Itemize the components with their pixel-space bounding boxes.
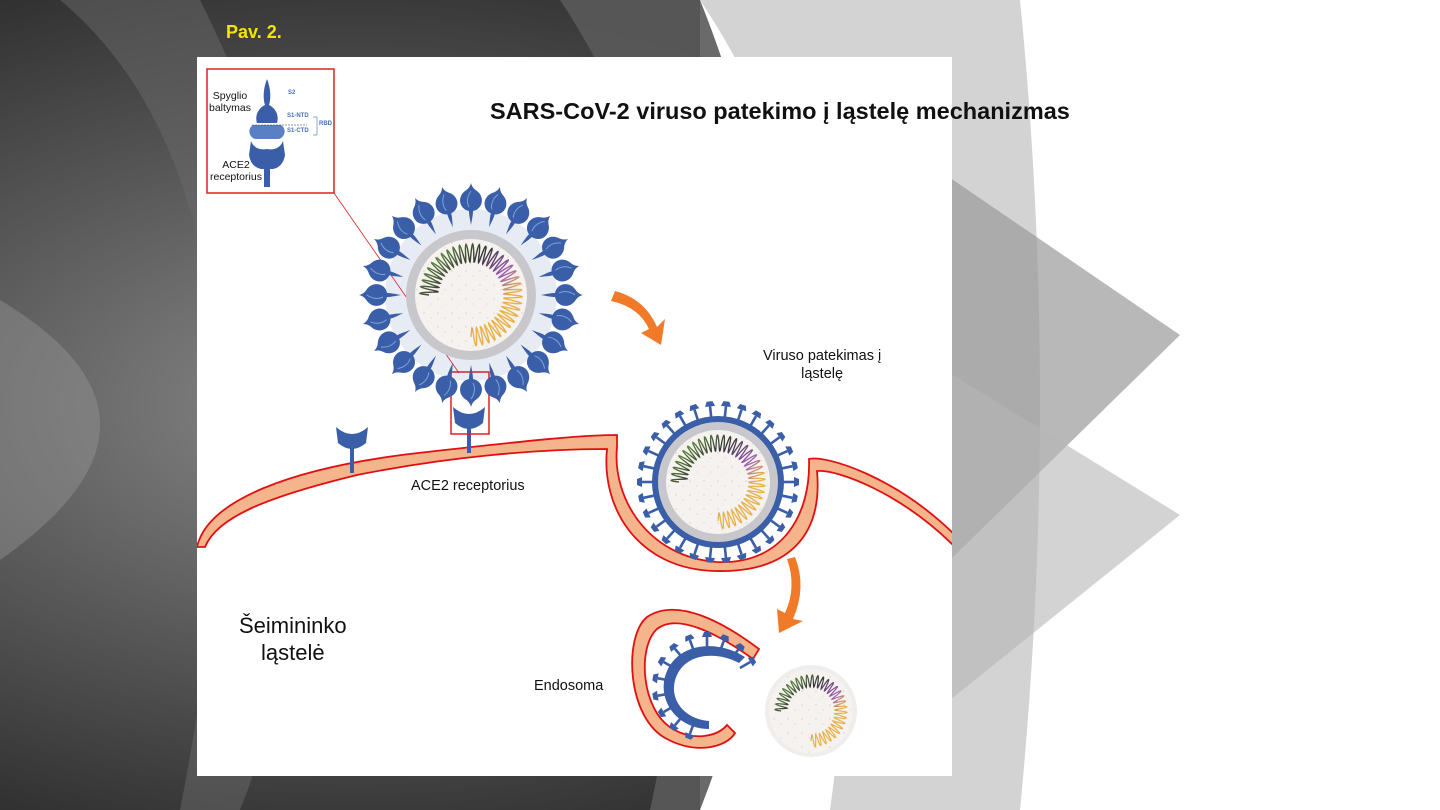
inset-spike-label-line2: baltymas	[209, 102, 252, 114]
inset-receptor-label-line1: ACE2	[222, 159, 250, 171]
inset-domain-rbd: RBD	[319, 121, 332, 127]
virion-main	[358, 182, 584, 408]
virus-entry-label: Viruso patekimas į ląstelę	[763, 347, 881, 383]
host-cell-membrane	[197, 434, 952, 572]
inset-receptor-label-line2: receptorius	[210, 171, 262, 183]
arrow-to-endosome	[777, 557, 803, 633]
virion-main-rna	[418, 242, 524, 347]
released-capsid	[765, 665, 857, 757]
slide-figure-number: Pav. 2.	[226, 22, 282, 42]
inset-domain-s1ctd: S1-CTD	[287, 128, 309, 134]
virion-uncoating	[651, 632, 758, 741]
spike-protein	[637, 477, 654, 487]
inset-spike-label-line1: Spyglio	[212, 90, 248, 102]
host-cell-label: Šeimininko ląstelė	[239, 612, 347, 666]
inset-domain-s1ntd: S1-NTD	[287, 113, 309, 119]
diagram-svg	[197, 68, 952, 757]
endosome-label: Endosoma	[534, 678, 604, 694]
virion-entering-rna	[670, 434, 766, 530]
inset-spike-label: Spyglio baltymas	[209, 90, 251, 114]
inset-ace2-receptor	[249, 141, 285, 187]
virus-entry-label-line1: Viruso patekimas į	[763, 348, 882, 364]
diagram-canvas: SARS-CoV-2 viruso patekimo į ląstelę mec…	[197, 57, 1070, 776]
host-cell-label-line1: Šeimininko	[239, 613, 347, 638]
released-rna	[774, 674, 848, 748]
inset-spike-protein	[249, 79, 307, 139]
host-cell-label-line2: ląstelė	[261, 640, 325, 665]
diagram-title: SARS-CoV-2 viruso patekimo į ląstelę mec…	[490, 98, 1070, 124]
spike-protein	[782, 477, 799, 487]
inset-receptor-label: ACE2 receptorius	[210, 159, 262, 183]
virus-entry-label-line2: ląstelę	[801, 366, 844, 382]
inset-domain-s2: S2	[288, 90, 296, 96]
inset-spike-receptor-box	[206, 68, 460, 374]
ace2-receptor-label: ACE2 receptorius	[411, 478, 525, 494]
virion-entering	[637, 400, 799, 564]
arrow-to-entry	[611, 291, 665, 345]
endosome-membrane	[631, 608, 761, 749]
